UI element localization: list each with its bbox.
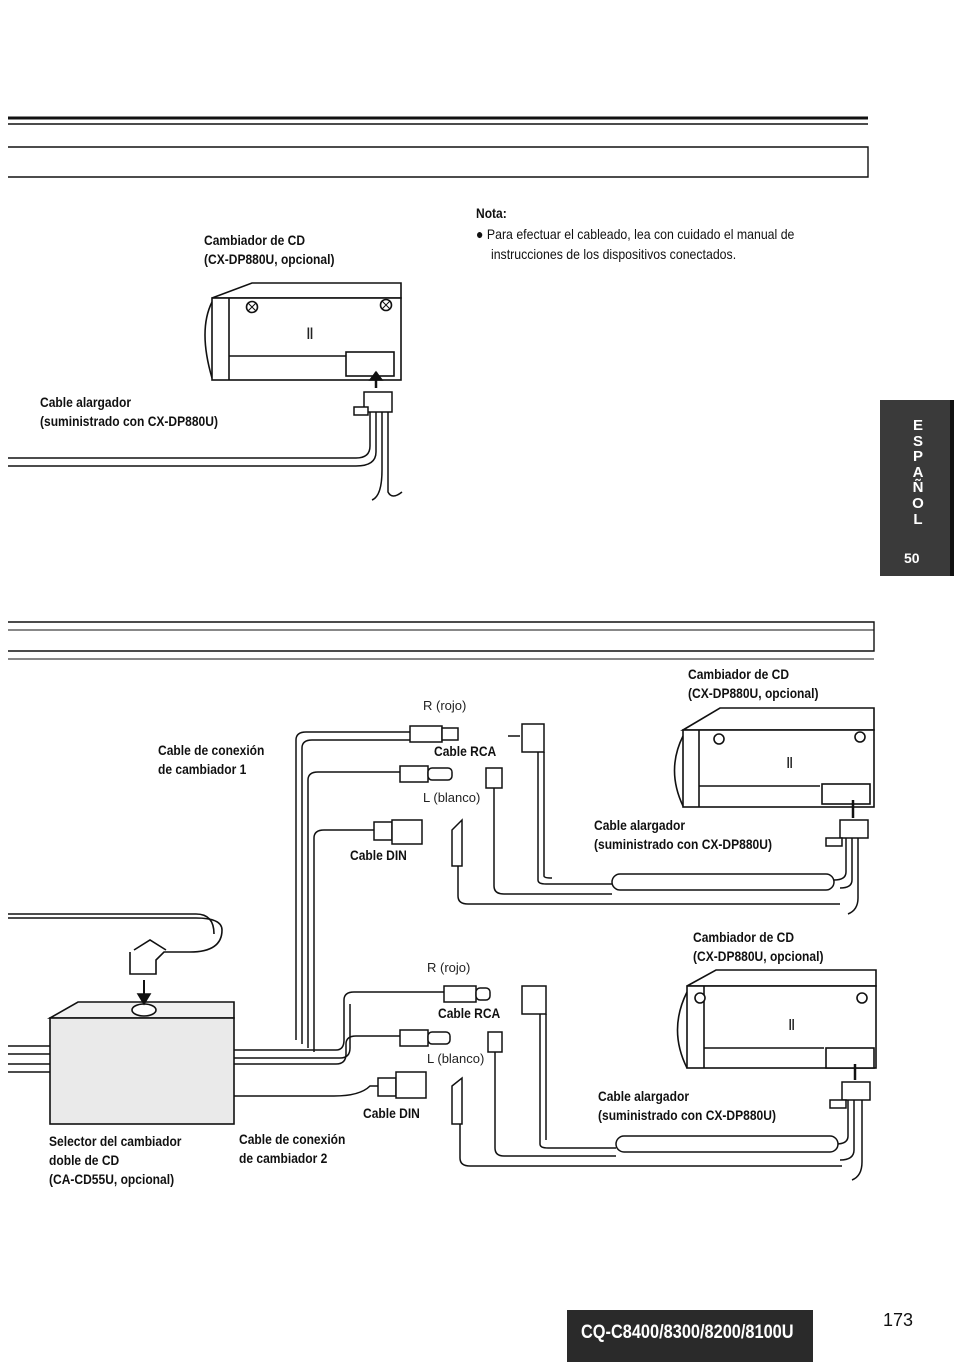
cable-din-2: Cable DIN [363,1105,420,1121]
changer2-label: Cambiador de CD (CX-DP880U, opcional) [693,929,824,964]
note-block: Nota: ● Para efectuar el cableado, lea c… [476,205,838,264]
changer-selector-box [8,913,235,1125]
changer-2-cables [234,985,842,1167]
cable-rca-2: Cable RCA [438,1005,501,1021]
cable-rca-1: Cable RCA [434,743,497,759]
extension-cable-1 [8,370,403,501]
note-line-2: instrucciones de los dispositivos conect… [490,246,737,262]
l-blanco-2: L (blanco) [427,1051,485,1066]
changer1-label: Cambiador de CD (CX-DP880U, opcional) [688,666,819,701]
r-rojo-1: R (rojo) [423,698,467,713]
page-number: 173 [883,1310,914,1330]
l-blanco-1: L (blanco) [423,790,481,805]
cd-changer-1 [204,282,402,381]
extension-cable-2b [615,1064,871,1181]
changer2-mark: Ⅱ [788,1017,796,1034]
selector-label: Selector del cambiador doble de CD (CA-C… [49,1133,182,1187]
conn2-label: Cable de conexión de cambiador 2 [239,1131,346,1166]
note-line-1: ● Para efectuar el cableado, lea con cui… [476,226,795,242]
footer-model: CQ-C8400/8300/8200/8100U [581,1322,794,1343]
changer1-mark: Ⅱ [786,755,794,772]
cd-changer-2a [673,707,875,808]
changer-label-s1: Cambiador de CD (CX-DP880U, opcional) [204,232,335,267]
extension-cable-2a [611,800,869,915]
top-rules [8,116,875,660]
cd-changer-2b [676,969,877,1069]
r-rojo-2: R (rojo) [427,960,471,975]
bullet-icon: ● [476,226,487,242]
conn1-label: Cable de conexión de cambiador 1 [158,742,265,777]
changer-mark-s1: Ⅱ [306,326,314,343]
changer-1-cables [295,723,840,1052]
footer-model-band: CQ-C8400/8300/8200/8100U [567,1310,813,1362]
cable1-label: Cable alargador (suministrado con CX-DP8… [594,817,772,852]
cable-din-1: Cable DIN [350,847,407,863]
section-page-number: 50 [904,550,920,566]
cable-label-s1: Cable alargador (suministrado con CX-DP8… [40,394,218,429]
note-title: Nota: [476,205,507,221]
cable2-label: Cable alargador (suministrado con CX-DP8… [598,1088,776,1123]
